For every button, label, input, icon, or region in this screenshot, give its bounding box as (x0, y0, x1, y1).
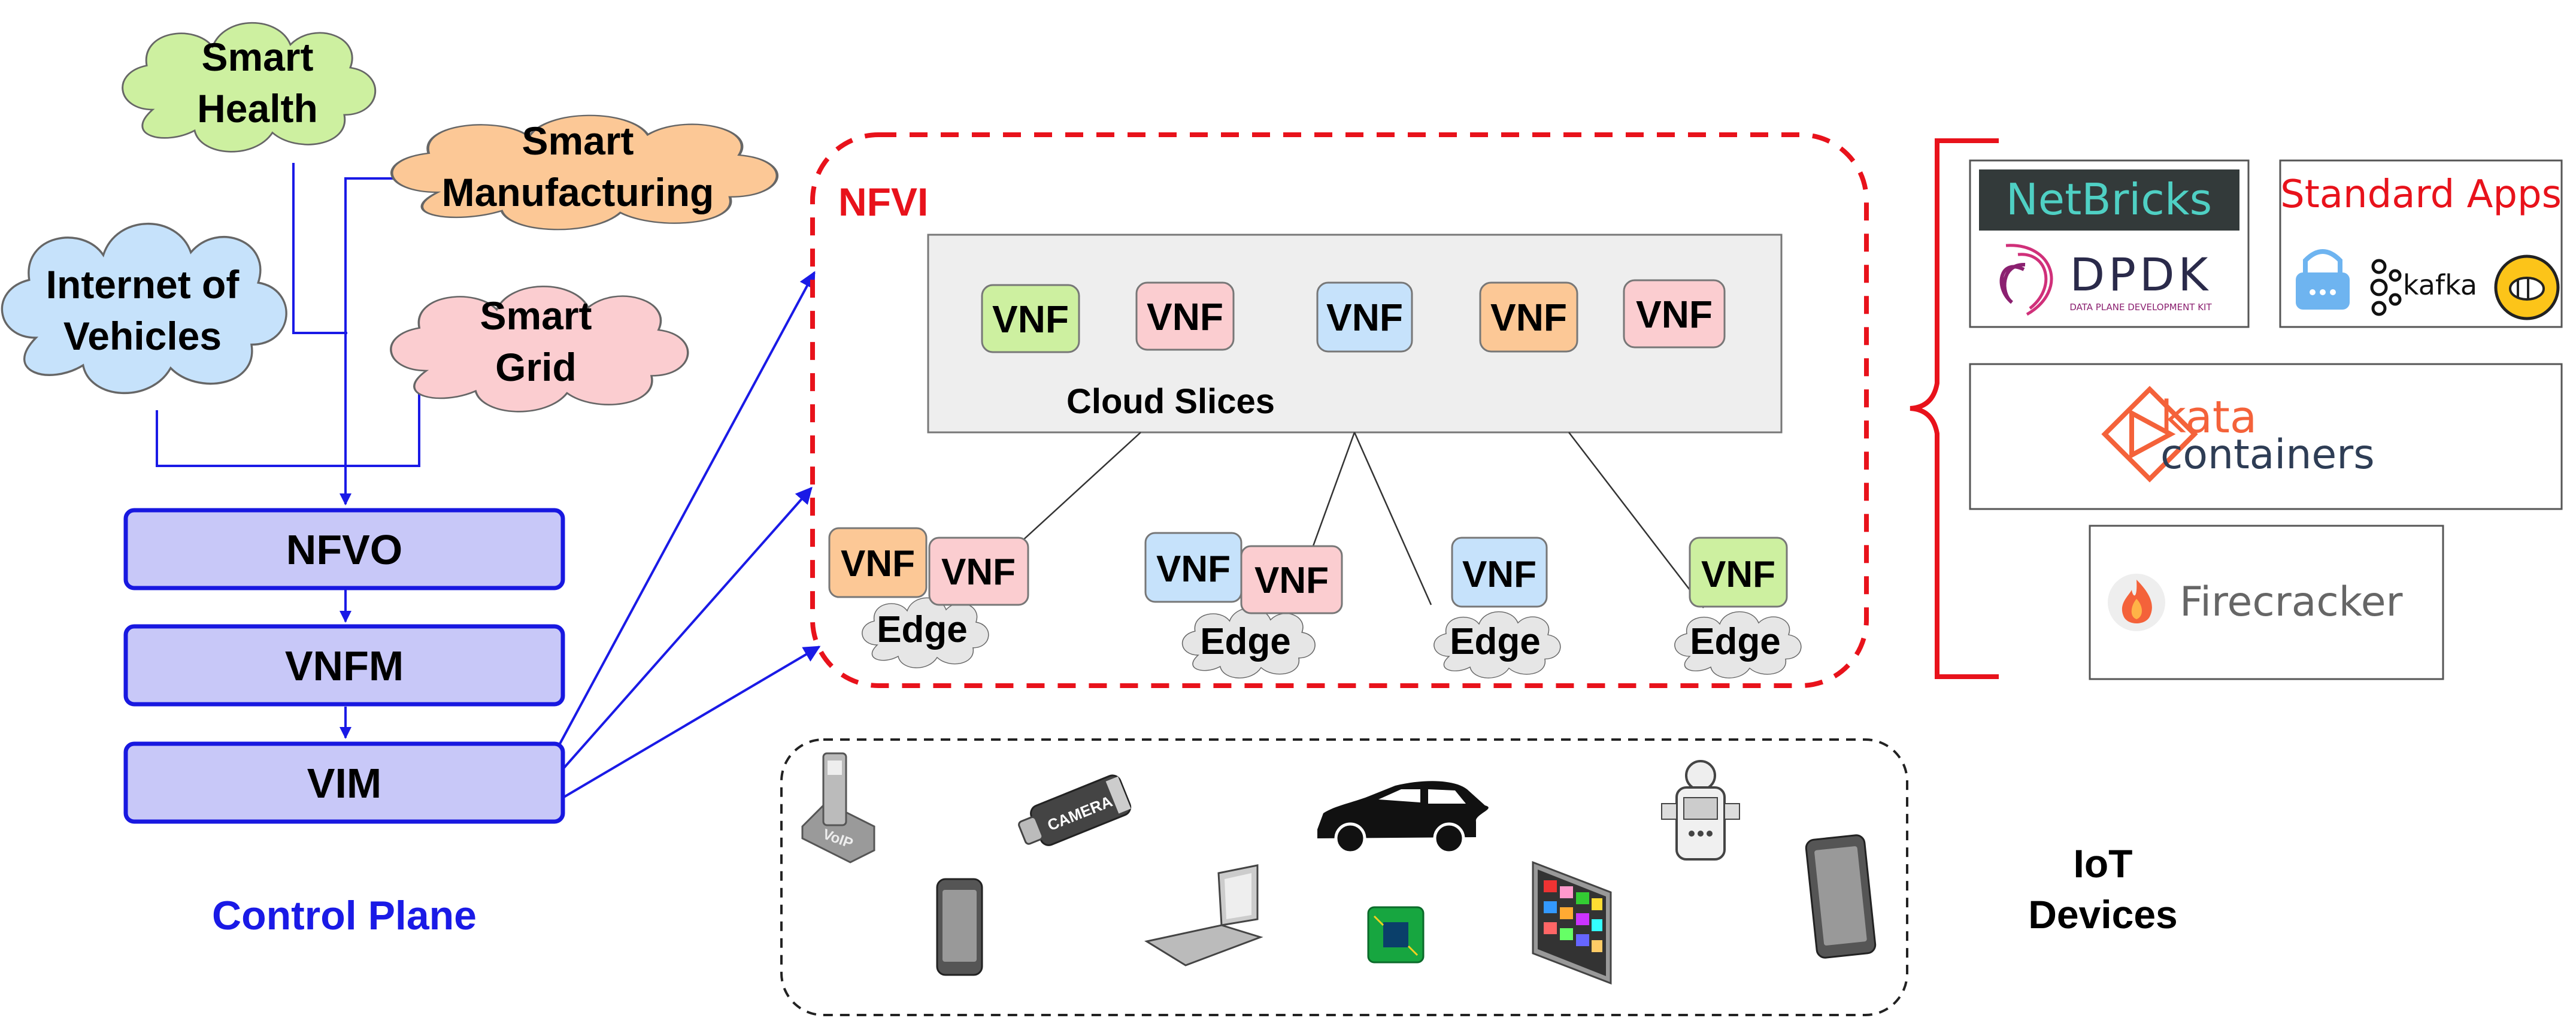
smartphone-icon (936, 878, 983, 976)
kafka-label: kafka (2403, 269, 2477, 301)
firecracker-label: Firecracker (2180, 578, 2403, 626)
svg-text:VNF: VNF (1326, 296, 1403, 339)
nfvo-box: NFVO (123, 508, 565, 590)
kafka-icon (2370, 259, 2402, 316)
cloud-slices-label: Cloud Slices (1066, 382, 1275, 421)
netbricks-logo: NetBricks (2006, 174, 2212, 225)
smart-grid-label-2: Grid (495, 345, 577, 389)
laptop-icon (1144, 864, 1263, 967)
control-plane-caption: Control Plane (212, 893, 477, 938)
dpdk-subtitle: DATA PLANE DEVELOPMENT KIT (2069, 302, 2212, 313)
voip-phone-icon: VoIP (801, 752, 875, 864)
cloud-vnf-4: VNF (1479, 281, 1578, 353)
car-icon (1317, 781, 1489, 855)
control-plane-connectors (156, 163, 821, 801)
poe-camera-icon: CAMERA (1018, 774, 1132, 846)
vim-box: VIM (123, 741, 565, 824)
svg-text:VNF: VNF (1147, 295, 1223, 338)
vnfm-box: VNFM (123, 624, 565, 707)
circuit-chip-icon (1367, 906, 1425, 964)
edge-node-1: VNF VNF Edge (828, 527, 1029, 668)
sound-meter-icon (1661, 760, 1740, 861)
smart-manufacturing-label-2: Manufacturing (442, 170, 714, 214)
edge-node-3: VNF Edge (1434, 537, 1561, 678)
kata-containers-box: kata containers (1969, 363, 2563, 510)
cloud-vnf-3: VNF (1316, 281, 1413, 353)
netbricks-dpdk-box: NetBricks DPDK DATA PLANE DEVELOPMENT KI… (1969, 159, 2250, 328)
edge-2-vnf-a: VNF (1156, 549, 1231, 590)
vnfm-label: VNFM (285, 643, 404, 689)
iot-devices-label-1: IoT (2074, 841, 2133, 886)
cloud-vnf-5: VNF (1623, 279, 1726, 349)
smart-manufacturing-label-1: Smart (522, 119, 634, 163)
edge-1-label: Edge (877, 609, 968, 650)
nfvo-label: NFVO (286, 526, 402, 573)
kata-label: kata (2160, 392, 2257, 443)
edge-3-vnf: VNF (1462, 554, 1536, 595)
firecracker-box: Firecracker (2089, 525, 2444, 680)
edge-1-vnf-b: VNF (941, 552, 1016, 593)
edge-4-vnf: VNF (1701, 554, 1775, 595)
kata-containers-label: containers (2160, 431, 2375, 478)
edge-3-label: Edge (1450, 621, 1541, 662)
smart-grid-label-1: Smart (480, 293, 592, 338)
bee-icon (2494, 255, 2560, 320)
internet-of-vehicles-label-2: Vehicles (63, 314, 222, 358)
internet-of-vehicles-cloud: Internet of Vehicles (1, 222, 287, 395)
smart-health-label-1: Smart (201, 35, 313, 79)
standard-apps-label: Standard Apps (2280, 172, 2562, 217)
svg-text:VNF: VNF (992, 298, 1069, 341)
kata-logo-icon (2101, 386, 2198, 483)
cloud-vnf-1: VNF (981, 284, 1080, 353)
iot-devices-region (780, 738, 1908, 1016)
svg-text:VNF: VNF (1490, 296, 1567, 339)
edge-4-label: Edge (1690, 621, 1781, 662)
vim-label: VIM (307, 760, 381, 807)
iot-devices-label-2: Devices (2028, 892, 2178, 937)
lock-icon (2296, 249, 2350, 310)
tablet-icon (1805, 834, 1877, 959)
slice-edge-links (1020, 432, 1704, 608)
edge-node-2: VNF VNF Edge (1144, 532, 1343, 678)
firecracker-flame-icon (2108, 574, 2165, 631)
dpdk-swirl-icon (1999, 244, 2053, 316)
smart-manufacturing-cloud: Smart Manufacturing (392, 116, 777, 230)
nfvi-region: NFVI (810, 132, 1869, 688)
edge-2-vnf-b: VNF (1254, 560, 1329, 601)
svg-text:VNF: VNF (1636, 293, 1713, 336)
nfvi-title: NFVI (838, 180, 928, 224)
standard-apps-box: Standard Apps kafka (2279, 159, 2563, 328)
video-wall-icon (1532, 861, 1612, 985)
smart-health-cloud: Smart Health (122, 22, 377, 153)
internet-of-vehicles-label-1: Internet of (46, 262, 240, 307)
edge-1-vnf-a: VNF (841, 543, 915, 584)
dpdk-logo: DPDK (2070, 248, 2212, 301)
edge-node-4: VNF Edge (1674, 537, 1802, 678)
edge-2-label: Edge (1200, 621, 1291, 662)
smart-grid-cloud: Smart Grid (390, 285, 689, 413)
tech-stack-bracket (1910, 138, 1999, 679)
cloud-vnf-2: VNF (1135, 281, 1235, 351)
smart-health-label-2: Health (197, 86, 318, 131)
